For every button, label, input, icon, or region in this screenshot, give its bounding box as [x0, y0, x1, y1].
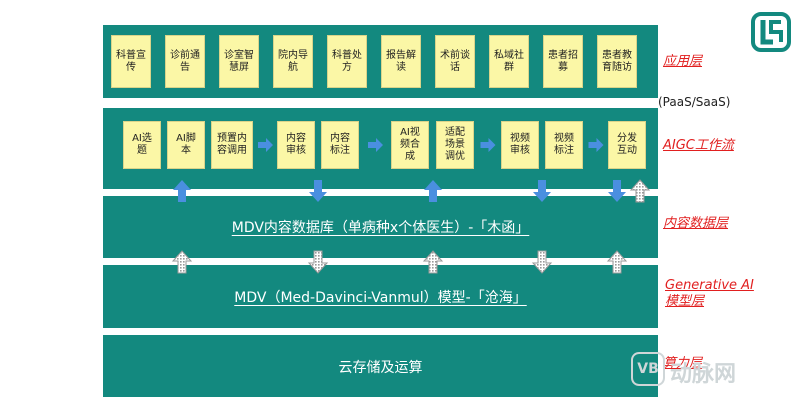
aigc-step-label: AI脚本: [176, 133, 196, 156]
app-item: 私域社群: [489, 35, 529, 88]
aigc-step: AI视频合成: [391, 121, 429, 169]
app-item-label: 患者教育随访: [602, 49, 632, 73]
aigc-step: 视频标注: [545, 121, 583, 169]
app-item-label: 科普宣传: [116, 49, 146, 73]
watermark-badge: VB: [631, 352, 665, 386]
content-data-text: MDV内容数据库（单病种x个体医生）-「木函」: [231, 220, 530, 236]
aigc-step: 视频审核: [501, 121, 539, 169]
model-layer-label-line2: 模型层: [665, 294, 705, 309]
aigc-step-label: 视频标注: [554, 133, 574, 156]
app-item-label: 诊前通告: [170, 49, 200, 73]
content-data-layer: MDV内容数据库（单病种x个体医生）-「木函」: [103, 196, 658, 258]
aigc-layer-label: AIGC工作流: [663, 138, 734, 153]
app-item-label: 报告解读: [386, 49, 416, 73]
aigc-step: 适配场景调优: [436, 121, 474, 169]
aigc-step: 内容标注: [321, 121, 359, 169]
aigc-step: 预置内容调用: [211, 121, 253, 169]
app-item-label: 院内导航: [278, 49, 308, 73]
aigc-step-label: 预置内容调用: [217, 133, 247, 156]
aigc-step-label: 内容审核: [286, 133, 306, 156]
watermark-badge-text: VB: [637, 361, 659, 377]
aigc-step: AI选题: [123, 121, 161, 169]
aigc-step: 分发互动: [608, 121, 646, 169]
app-item: 报告解读: [381, 35, 421, 88]
aigc-step-label: 适配场景调优: [445, 127, 465, 162]
paas-saas-note: (PaaS/SaaS): [658, 95, 731, 109]
model-layer-text: MDV（Med-Davinci-Vanmul）模型-「沧海」: [234, 290, 527, 306]
app-item: 科普处方: [327, 35, 367, 88]
app-item-label: 患者招募: [548, 49, 578, 73]
app-item: 患者招募: [543, 35, 583, 88]
app-item: 诊前通告: [165, 35, 205, 88]
aigc-step-label: 视频审核: [510, 133, 530, 156]
app-item-label: 术前谈话: [440, 49, 470, 73]
aigc-step-label: AI视频合成: [400, 127, 420, 162]
app-item-label: 科普处方: [332, 49, 362, 73]
compute-layer: 云存储及运算: [103, 335, 658, 397]
aigc-step-label: 分发互动: [617, 133, 637, 156]
compute-layer-text: 云存储及运算: [338, 360, 423, 376]
app-item: 诊室智慧屏: [219, 35, 259, 88]
app-item: 科普宣传: [111, 35, 151, 88]
compute-layer-label: 算力层: [663, 356, 703, 371]
app-item-label: 私域社群: [494, 49, 524, 73]
model-layer: MDV（Med-Davinci-Vanmul）模型-「沧海」: [103, 265, 658, 328]
model-layer-label-line1: Generative AI: [665, 278, 754, 293]
watermark-text: 动脉网: [670, 362, 737, 387]
app-item: 术前谈话: [435, 35, 475, 88]
app-item-label: 诊室智慧屏: [224, 49, 254, 73]
logo-icon: [751, 12, 791, 52]
aigc-step-label: 内容标注: [330, 133, 350, 156]
application-layer-label: 应用层: [663, 54, 703, 69]
aigc-step: 内容审核: [277, 121, 315, 169]
app-item: 院内导航: [273, 35, 313, 88]
aigc-step: AI脚本: [167, 121, 205, 169]
aigc-step-label: AI选题: [132, 133, 152, 156]
app-item: 患者教育随访: [597, 35, 637, 88]
content-data-layer-label: 内容数据层: [663, 216, 729, 231]
